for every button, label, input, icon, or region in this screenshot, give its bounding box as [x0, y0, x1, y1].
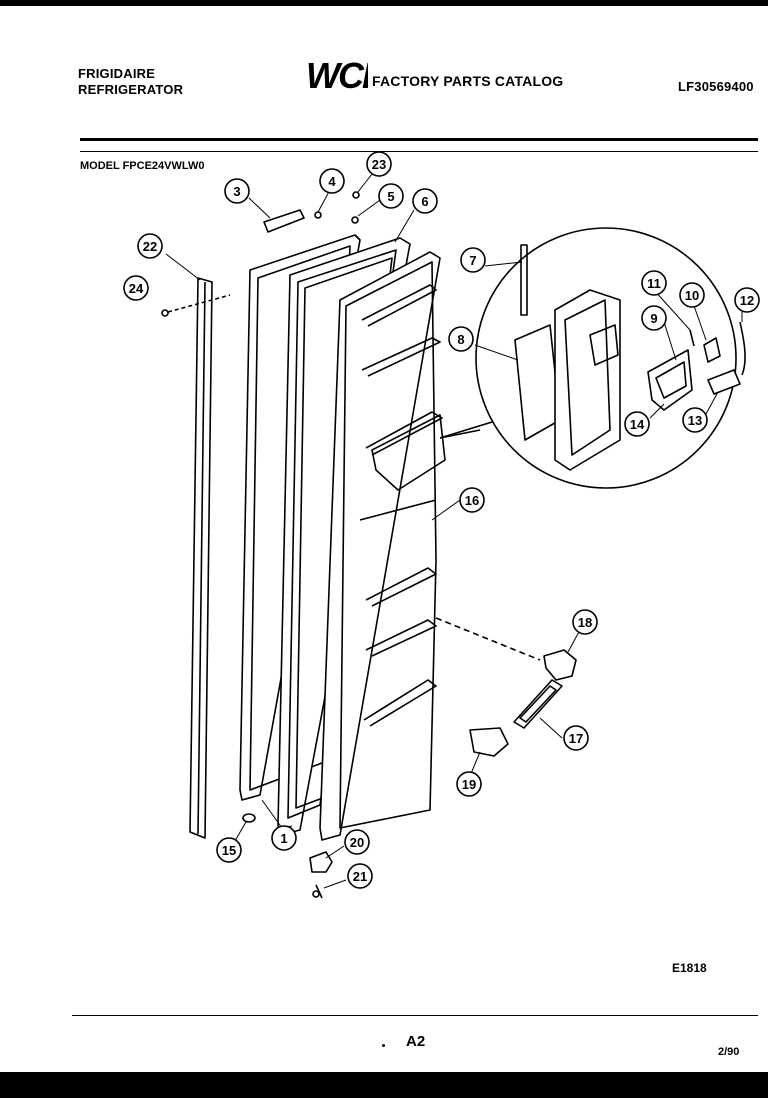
revision-date: 2/90 [718, 1046, 740, 1058]
callout-23: 23 [366, 151, 392, 177]
brand-block: FRIGIDAIRE REFRIGERATOR [78, 66, 183, 98]
svg-text:6: 6 [421, 194, 428, 209]
bottom-hinge-parts [242, 813, 333, 899]
scan-edge-bottom [0, 1072, 768, 1098]
callout-18: 18 [572, 609, 598, 635]
callout-5: 5 [378, 183, 404, 209]
svg-text:12: 12 [740, 293, 754, 308]
svg-text:10: 10 [685, 288, 699, 303]
svg-text:14: 14 [630, 417, 645, 432]
svg-text:9: 9 [650, 311, 657, 326]
diagram-code: E1818 [672, 961, 707, 975]
product-type: REFRIGERATOR [78, 82, 184, 97]
svg-text:20: 20 [350, 835, 364, 850]
wci-logo: WCI [306, 60, 368, 94]
header-rule [80, 138, 758, 141]
svg-text:8: 8 [457, 332, 464, 347]
callout-24: 24 [123, 275, 149, 301]
callout-22: 22 [137, 233, 163, 259]
svg-text:17: 17 [569, 731, 583, 746]
svg-text:21: 21 [353, 869, 367, 884]
callout-12: 12 [734, 287, 760, 313]
svg-text:24: 24 [129, 281, 144, 296]
header-rule-thin [80, 151, 758, 152]
callout-3: 3 [224, 178, 250, 204]
catalog-title: FACTORY PARTS CATALOG [372, 73, 564, 89]
brand-name: FRIGIDAIRE [78, 66, 156, 81]
callout-11: 11 [641, 270, 667, 296]
callout-21: 21 [347, 863, 373, 889]
callout-labels: 3 4 23 5 6 22 24 7 11 10 12 9 8 14 13 16… [123, 151, 760, 889]
callout-19: 19 [456, 771, 482, 797]
callout-20: 20 [344, 829, 370, 855]
svg-text:11: 11 [647, 276, 661, 291]
svg-text:19: 19 [462, 777, 476, 792]
callout-8: 8 [448, 326, 474, 352]
footer-rule [72, 1015, 758, 1016]
callout-17: 17 [563, 725, 589, 751]
trim-strip [189, 277, 213, 839]
detail-magnifier [439, 227, 746, 489]
scan-edge-top [0, 0, 768, 6]
callout-14: 14 [624, 411, 650, 437]
callout-9: 9 [641, 305, 667, 331]
callout-6: 6 [412, 188, 438, 214]
svg-text:15: 15 [222, 843, 236, 858]
page-number: A2 [406, 1033, 426, 1050]
door-liner [319, 251, 446, 841]
scan-dot [382, 1044, 385, 1047]
svg-text:13: 13 [688, 413, 702, 428]
callout-10: 10 [679, 282, 705, 308]
catalog-id: LF30569400 [678, 79, 754, 94]
callout-15: 15 [216, 837, 242, 863]
svg-text:5: 5 [387, 189, 394, 204]
svg-text:7: 7 [469, 253, 476, 268]
callout-16: 16 [459, 487, 485, 513]
door-handle-parts [435, 617, 577, 757]
callout-13: 13 [682, 407, 708, 433]
top-hinge-parts [263, 191, 360, 233]
svg-text:16: 16 [465, 493, 479, 508]
callout-4: 4 [319, 168, 345, 194]
svg-text:4: 4 [328, 174, 336, 189]
model-number: MODEL FPCE24VWLW0 [80, 160, 205, 172]
svg-text:1: 1 [280, 831, 287, 846]
svg-text:3: 3 [233, 184, 240, 199]
callout-1: 1 [271, 825, 297, 851]
logo-text: WCI [306, 60, 368, 94]
callout-7: 7 [460, 247, 486, 273]
screw-24 [161, 294, 231, 317]
svg-text:18: 18 [578, 615, 592, 630]
svg-text:23: 23 [372, 157, 386, 172]
svg-text:22: 22 [143, 239, 157, 254]
